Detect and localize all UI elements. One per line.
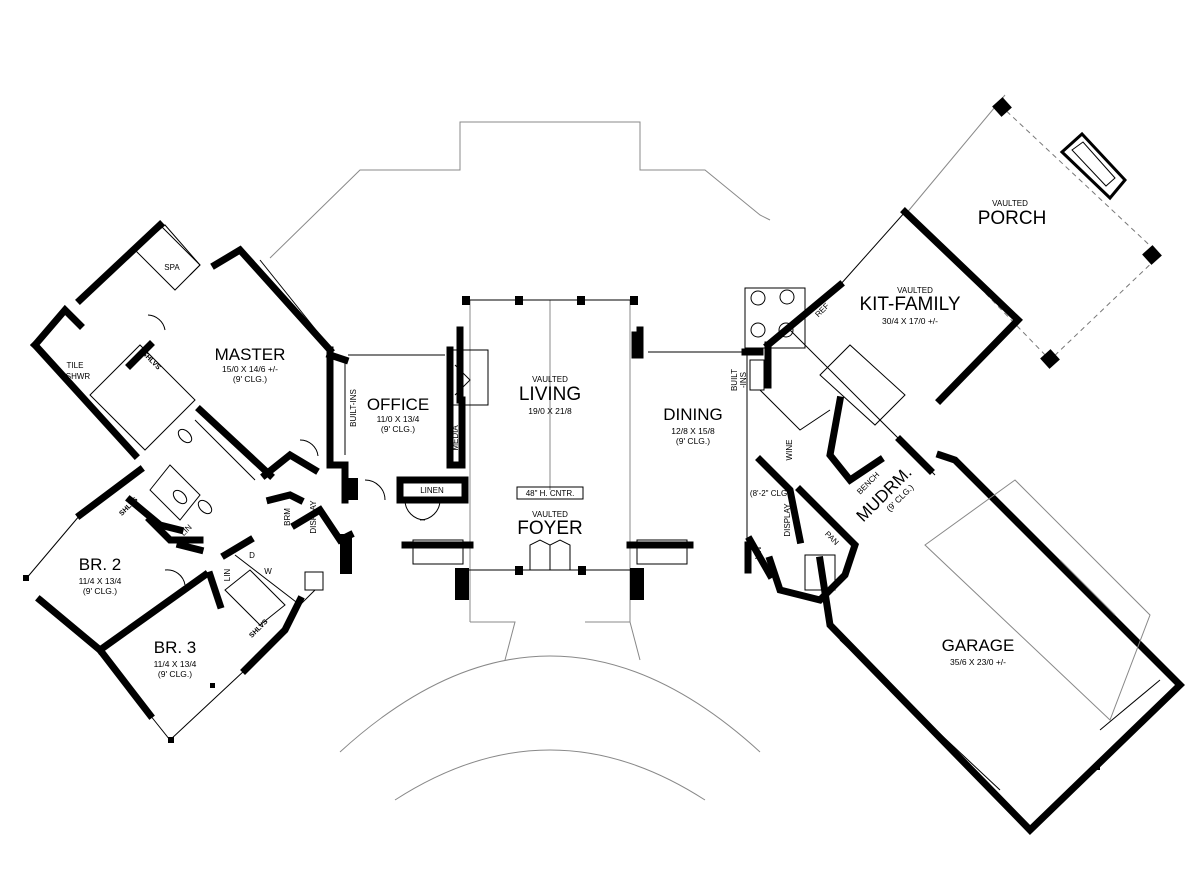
counter-label: 48" H. CNTR. <box>526 489 575 498</box>
kitchen-island <box>819 344 906 426</box>
office-dims: 11/0 X 13/4 <box>377 414 420 424</box>
porch-tag: VAULTED <box>992 199 1028 208</box>
brm-label: BRM <box>283 508 292 526</box>
mud-display-label: DISPLAY <box>783 503 792 537</box>
garage <box>816 450 1185 835</box>
br2-dims: 11/4 X 13/4 <box>79 576 122 586</box>
media-label: MEDIA <box>451 425 460 451</box>
br3-clg: (9' CLG.) <box>158 669 192 679</box>
dining-builtins-label-2: -INS <box>739 372 748 388</box>
spa-tub <box>134 224 201 291</box>
spa-label: SPA <box>164 263 180 272</box>
counter-outline <box>516 486 584 500</box>
office-clg: (9' CLG.) <box>381 424 415 434</box>
mud-lin-label: LIN <box>754 547 763 560</box>
kitchen-wing <box>744 207 1023 545</box>
shwr-label: SHWR <box>66 372 91 381</box>
living-name: LIVING <box>519 384 581 405</box>
br2-clg: (9' CLG.) <box>83 586 117 596</box>
garage-name: GARAGE <box>942 636 1015 655</box>
br2-name: BR. 2 <box>79 555 122 574</box>
dining-builtins-label-1: BUILT <box>730 369 739 391</box>
master-name: MASTER <box>215 345 286 364</box>
wine-label: WINE <box>785 440 794 461</box>
dining-name: DINING <box>663 405 723 424</box>
br2-lin-label: LIN <box>179 522 194 537</box>
fixture-labels: SPA TILE SHWR SHLVS SHLVS LIN LIN SHLVS … <box>66 263 882 639</box>
garage-dims: 35/6 X 23/0 +/- <box>950 657 1006 667</box>
master-closet <box>89 344 196 451</box>
br3-closet <box>224 569 286 626</box>
w-label: W <box>264 567 272 576</box>
porch-area <box>904 97 1162 369</box>
foyer-name: FOYER <box>517 518 582 539</box>
dining-dims: 12/8 X 15/8 <box>671 426 715 436</box>
site-lines <box>269 94 1006 801</box>
pantry-corner <box>744 287 806 349</box>
dining-clg: (9' CLG.) <box>676 436 710 446</box>
mud-clg-label: (8'-2" CLG.) <box>750 489 792 498</box>
hall-display-label: DISPLAY <box>309 500 318 534</box>
master-shlvs-label: SHLVS <box>141 350 162 371</box>
foyer-tag: VAULTED <box>532 510 568 519</box>
kitchen-dims: 30/4 X 17/0 +/- <box>882 316 938 326</box>
living-dims: 19/0 X 21/8 <box>528 406 572 416</box>
office-area <box>325 346 489 521</box>
master-suite <box>30 220 335 515</box>
core-walls <box>401 296 694 600</box>
o-label: O <box>835 463 846 474</box>
br3-lin-label: LIN <box>223 569 232 582</box>
office-name: OFFICE <box>367 395 429 414</box>
kitchen-tag: VAULTED <box>897 286 933 295</box>
office-builtins-label: BUILT-INS <box>349 389 358 427</box>
br3-dims: 11/4 X 13/4 <box>154 659 197 669</box>
kitchen-name: KIT-FAMILY <box>859 294 960 315</box>
mud-pantry <box>745 485 860 604</box>
master-dims: 15/0 X 14/6 +/- <box>222 364 278 374</box>
window-markers <box>23 478 1100 770</box>
br3-name: BR. 3 <box>154 638 197 657</box>
dining-room <box>631 331 765 574</box>
d-label: D <box>249 551 255 560</box>
master-clg: (9' CLG.) <box>233 374 267 384</box>
living-tag: VAULTED <box>532 375 568 384</box>
porch-name: PORCH <box>978 208 1047 229</box>
br3-shlvs-label: SHLVS <box>248 618 269 639</box>
bedrooms-wing <box>24 464 355 741</box>
tile-label: TILE <box>67 361 84 370</box>
porch-fireplace <box>1059 131 1128 201</box>
linen-label: LINEN <box>420 486 444 495</box>
